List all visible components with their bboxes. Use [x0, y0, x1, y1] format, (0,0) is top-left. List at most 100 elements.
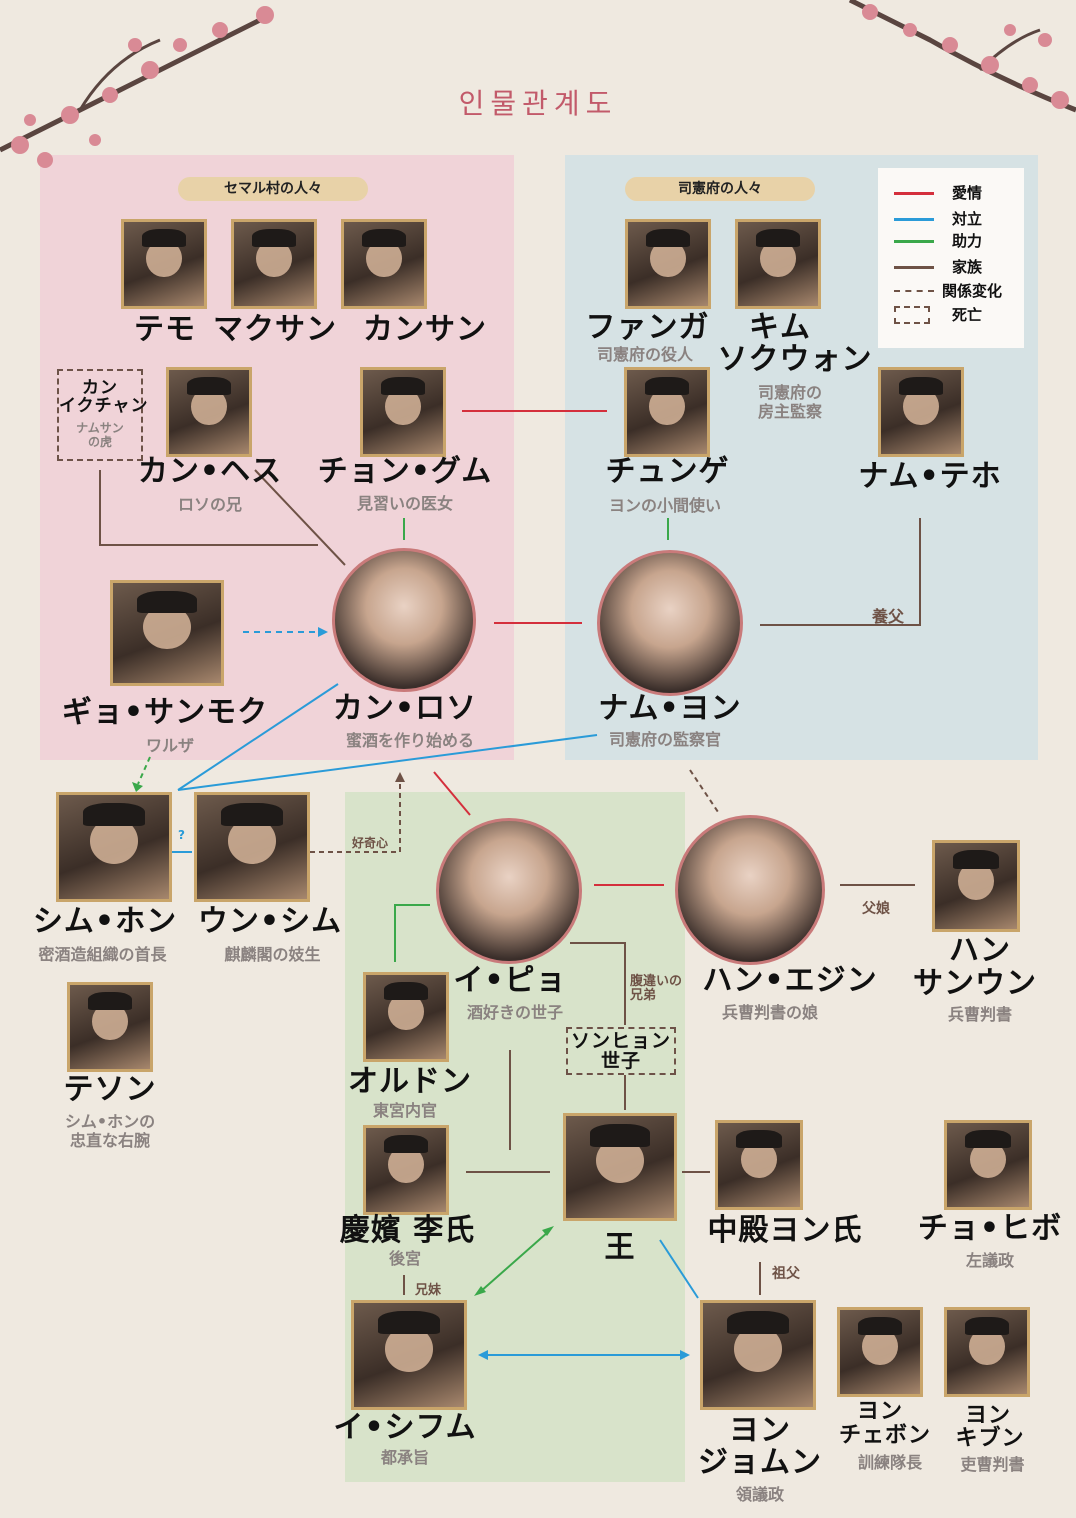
name-yon-jomun-2: ジョムン: [698, 1445, 822, 1480]
role-chon-gum: 見習いの医女: [356, 494, 453, 513]
name-kansan: カンサン: [363, 312, 487, 347]
portrait-yon-kibun: [944, 1307, 1030, 1397]
name-han-sanun-1: ハン: [949, 933, 1011, 968]
name-oruton: オルドン: [348, 1064, 472, 1099]
role-han-sanun: 兵曹判書: [947, 1005, 1012, 1024]
name-i-sifumu: イ•シフム: [333, 1410, 477, 1445]
role-nam-yon: 司憲府の監察官: [608, 730, 721, 749]
relation-label-grandfather: 祖父: [772, 1266, 800, 1282]
legend-item-dead: 死亡: [894, 304, 1018, 326]
portrait-yon-jomun: [700, 1300, 816, 1410]
page-title: 인물관계도: [458, 87, 618, 120]
portrait-chunge: [624, 367, 710, 457]
name-nam-yon: ナム•ヨン: [598, 691, 742, 726]
role-i-sifumu: 都承旨: [380, 1448, 429, 1467]
relation-label-father-daughter: 父娘: [862, 901, 890, 917]
name-queen: 中殿ヨン氏: [707, 1213, 863, 1248]
role-kan-roso: 蜜酒を作り始める: [345, 731, 474, 750]
portrait-yon-chebon: [837, 1307, 923, 1397]
name-teson: テソン: [63, 1072, 157, 1107]
name-yon-kibun-1: ヨン: [964, 1403, 1011, 1428]
name-kan-hesu: カン•ヘス: [137, 454, 283, 489]
name-yon-chebon-2: チェボン: [838, 1423, 931, 1448]
relation-label-half-brother: 腹違いの兄弟: [630, 974, 683, 1003]
portrait-han-ejin: [675, 815, 825, 965]
role-yon-kibun: 吏曹判書: [960, 1455, 1025, 1474]
name-kan-roso: カン•ロソ: [332, 691, 478, 726]
portrait-maksan: [231, 219, 317, 309]
semaru-group-label: セマル村の人々: [178, 177, 368, 201]
portrait-kan-hesu: [166, 367, 252, 457]
role-kim-sokuwon-2: 房主監察: [757, 402, 822, 421]
name-chunge: チュンゲ: [605, 454, 730, 489]
name-kan-ikuchan-2: イクチャン: [59, 396, 149, 416]
role-teson-1: シム•ホンの: [64, 1112, 156, 1131]
role-un-simu: 麒麟閣の妓生: [224, 945, 321, 964]
name-gyonbin: 慶嬪 李氏: [339, 1213, 476, 1248]
portrait-teson: [67, 982, 153, 1072]
name-yon-chebon-1: ヨン: [856, 1399, 903, 1424]
legend-item-conflict: 対立: [894, 208, 1018, 230]
legend-item-love: 愛情: [894, 182, 1018, 204]
cherry-blossom-decoration: [0, 0, 1076, 168]
portrait-han-sanun: [932, 840, 1020, 932]
name-han-ejin: ハン•エジン: [702, 963, 878, 998]
role-oruton: 東宮内官: [372, 1101, 437, 1120]
portrait-kansan: [341, 219, 427, 309]
name-kim-sokuwon-1: キム: [749, 310, 811, 345]
name-gyo-sanmoku: ギョ•サンモク: [61, 695, 269, 730]
name-kim-sokuwon-2: ソクウォン: [717, 342, 873, 377]
name-cho-hibo: チョ•ヒボ: [917, 1211, 1063, 1246]
role-gyo-sanmoku: ワルザ: [145, 736, 194, 755]
deceased-box-sonhyon: ソンヒョン 世子: [566, 1027, 676, 1075]
name-nam-teho: ナム•テホ: [858, 459, 1002, 494]
portrait-cho-hibo: [944, 1120, 1032, 1210]
role-teson-2: 忠直な右腕: [69, 1131, 150, 1150]
relation-label-adoptive-father: 養父: [872, 607, 905, 626]
portrait-nam-yon: [597, 550, 743, 696]
role-yon-jomun: 領議政: [735, 1485, 784, 1504]
relation-label-siblings: 兄妹: [415, 1283, 442, 1298]
name-han-sanun-2: サンウン: [913, 966, 1037, 1001]
name-king: 王: [604, 1230, 636, 1265]
name-i-pyo: イ•ピョ: [453, 963, 567, 998]
portrait-gyo-sanmoku: [110, 580, 224, 686]
portrait-nam-teho: [878, 367, 964, 457]
name-yon-kibun-2: キブン: [955, 1426, 1025, 1451]
deceased-box-kan-ikuchan: カン イクチャン ナムサン の虎: [57, 369, 149, 461]
portrait-kan-roso: [332, 548, 476, 692]
role-yon-chebon: 訓練隊長: [857, 1453, 922, 1472]
legend-item-help: 助力: [894, 230, 1018, 252]
role-kan-ikuchan-1: ナムサン: [76, 421, 124, 435]
name-sim-hon: シム•ホン: [32, 904, 178, 939]
name-temo: テモ: [134, 312, 196, 347]
role-cho-hibo: 左議政: [965, 1251, 1014, 1270]
name-sonhyon-1: ソンヒョン: [570, 1030, 671, 1052]
portrait-kim-sokuwon: [735, 219, 821, 309]
role-han-ejin: 兵曹判書の娘: [721, 1003, 818, 1022]
name-fanga: ファンガ: [585, 310, 710, 345]
name-maksan: マクサン: [213, 312, 337, 347]
role-kan-hesu: ロソの兄: [177, 495, 242, 514]
name-sonhyon-2: 世子: [600, 1050, 641, 1072]
role-sim-hon: 密酒造組織の首長: [38, 945, 167, 964]
name-kan-ikuchan-1: カン: [82, 378, 118, 398]
portrait-i-pyo: [436, 818, 582, 964]
role-kim-sokuwon-1: 司憲府の: [757, 383, 822, 402]
role-chunge: ヨンの小間使い: [608, 496, 721, 515]
legend: 愛情 対立 助力 家族 関係変化 死亡: [878, 168, 1024, 348]
legend-item-change: 関係変化: [894, 280, 1018, 302]
saheonbu-group-label: 司憲府の人々: [625, 177, 815, 201]
portrait-queen: [715, 1120, 803, 1210]
portrait-gyonbin: [363, 1125, 449, 1215]
name-yon-jomun-1: ヨン: [729, 1413, 791, 1448]
legend-item-family: 家族: [894, 256, 1018, 278]
relation-label-question: ?: [178, 828, 185, 842]
portrait-i-sifumu: [351, 1300, 467, 1410]
name-un-simu: ウン•シム: [197, 904, 343, 939]
portrait-sim-hon: [56, 792, 172, 902]
role-gyonbin: 後宮: [388, 1249, 421, 1268]
portrait-fanga: [625, 219, 711, 309]
portrait-oruton: [363, 972, 449, 1062]
